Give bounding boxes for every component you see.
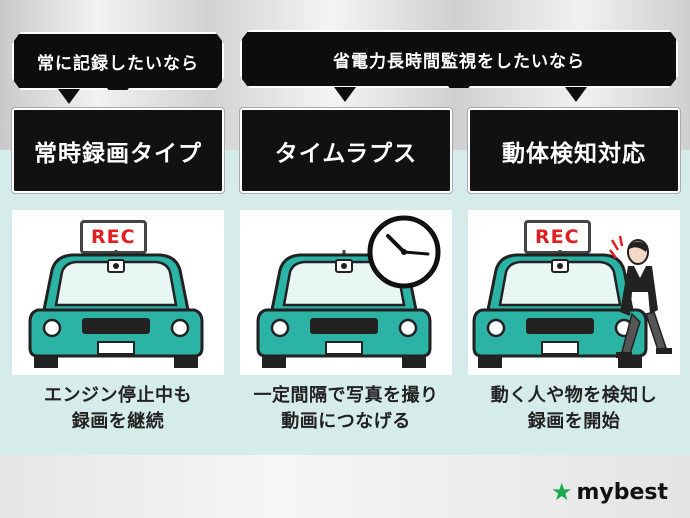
logo-text: mybest: [576, 479, 668, 505]
callout-low-power: 省電力長時間監視をしたいなら: [240, 30, 678, 88]
rec-badge: REC: [524, 220, 591, 254]
column-caption: 動く人や物を検知し 録画を開始: [468, 383, 680, 435]
callout-left-text: 常に記録したいなら: [37, 53, 199, 74]
column-header: 動体検知対応: [468, 108, 680, 193]
star-icon: ★: [550, 478, 573, 506]
caption-line-1: 動く人や物を検知し: [490, 385, 658, 406]
caption-line-2: 録画を開始: [527, 411, 621, 432]
callout-always-record: 常に記録したいなら: [12, 32, 224, 90]
caption-line-2: 動画につなげる: [281, 411, 411, 432]
illustration-card: REC: [12, 210, 224, 375]
clock-icon: [367, 215, 441, 289]
column-header: タイムラプス: [240, 108, 452, 193]
callout-right-text: 省電力長時間監視をしたいなら: [333, 51, 585, 72]
illustration-card: [240, 210, 452, 375]
caption-line-2: 録画を継続: [71, 411, 165, 432]
car-illustration: [256, 250, 432, 368]
caption-line-1: 一定間隔で写真を撮り: [253, 385, 439, 406]
callout-left-tail: [58, 89, 80, 104]
car-illustration: [472, 250, 648, 368]
mybest-logo: ★ mybest: [551, 478, 668, 506]
caption-line-1: エンジン停止中も: [44, 385, 192, 406]
illustration-card: REC: [468, 210, 680, 375]
column-motion-detect: 動体検知対応 REC: [468, 108, 680, 435]
column-continuous: 常時録画タイプ REC エンジン停止中も 録画を継続: [12, 108, 224, 435]
column-caption: エンジン停止中も 録画を継続: [12, 383, 224, 435]
column-timelapse: タイムラプス 一定間隔で写真を撮り 動画につなげる: [240, 108, 452, 435]
column-header: 常時録画タイプ: [12, 108, 224, 193]
car-illustration: [28, 250, 204, 368]
callout-right-tail-1: [334, 87, 356, 102]
callout-right-tail-2: [565, 87, 587, 102]
person-walking-icon: [609, 235, 672, 358]
bottom-band: [0, 455, 690, 518]
rec-badge: REC: [80, 220, 147, 254]
column-caption: 一定間隔で写真を撮り 動画につなげる: [240, 383, 452, 435]
